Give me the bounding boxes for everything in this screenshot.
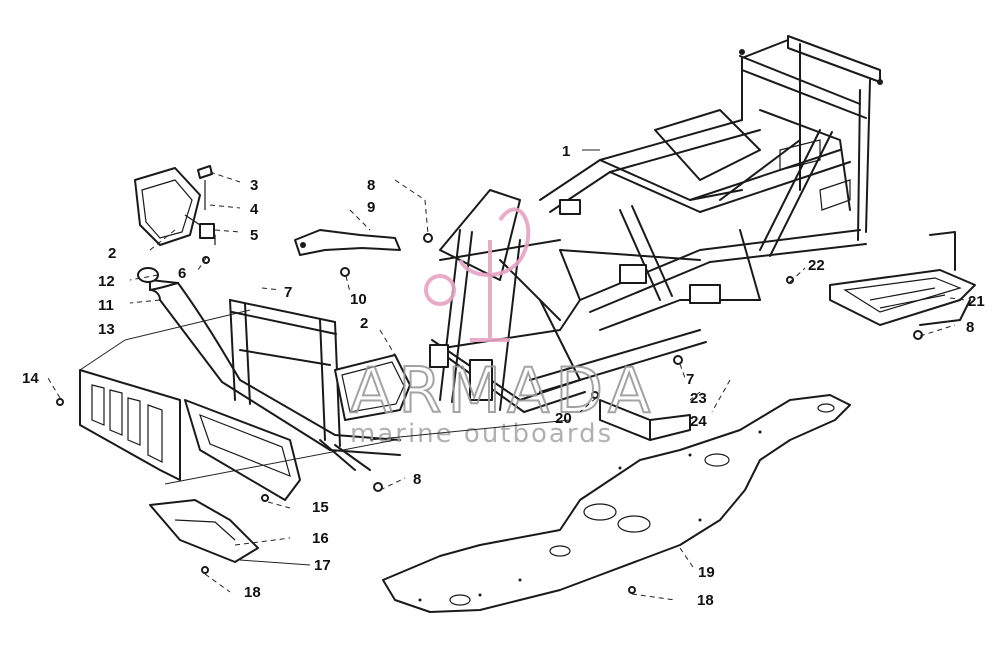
bar-23-24 xyxy=(599,399,691,441)
callout-4: 4 xyxy=(250,201,259,218)
front-bumper xyxy=(149,279,401,471)
callout-21: 21 xyxy=(968,293,985,310)
headlight-left xyxy=(134,167,216,246)
watermark-title: ARMADA xyxy=(350,354,656,427)
callout-9: 9 xyxy=(367,199,375,216)
callout-8-bracket: 8 xyxy=(367,177,375,194)
callout-5: 5 xyxy=(250,227,258,244)
callout-10: 10 xyxy=(350,291,367,308)
callout-2-headlight-right: 2 xyxy=(360,315,368,332)
callout-23: 23 xyxy=(690,390,707,407)
footrest xyxy=(829,231,976,326)
callout-20: 20 xyxy=(555,410,572,427)
callout-6: 6 xyxy=(178,265,186,282)
callout-17: 17 xyxy=(314,557,331,574)
callout-18-guard: 18 xyxy=(244,584,261,601)
skid-plate xyxy=(382,394,851,613)
watermark-logo xyxy=(424,207,531,342)
leader-lines xyxy=(47,149,966,601)
headlight-right xyxy=(334,354,411,421)
callout-12: 12 xyxy=(98,273,115,290)
hardware-group xyxy=(56,165,923,594)
callout-8-bumper-bolt: 8 xyxy=(413,471,421,488)
callout-7-frame: 7 xyxy=(686,371,694,388)
watermark-subtitle: marine outboards xyxy=(350,419,613,449)
callout-8-footrest-bolt: 8 xyxy=(966,319,974,336)
callout-18-skid: 18 xyxy=(697,592,714,609)
callout-14: 14 xyxy=(22,370,39,387)
bracket-9 xyxy=(294,229,401,256)
callout-7-bumper: 7 xyxy=(284,284,292,301)
callout-2-headlight: 2 xyxy=(108,245,116,262)
skid-grille xyxy=(184,399,301,501)
callout-16: 16 xyxy=(312,530,329,547)
callout-19: 19 xyxy=(698,564,715,581)
callout-24: 24 xyxy=(690,413,707,430)
grille-panel xyxy=(79,369,181,481)
guard-plate xyxy=(149,499,259,563)
callout-3: 3 xyxy=(250,177,258,194)
watermark: ARMADA marine outboards xyxy=(349,207,656,449)
callout-labels: 1 2 2 3 4 5 6 7 7 8 9 10 8 8 11 12 13 14… xyxy=(22,143,985,609)
main-frame xyxy=(429,35,883,413)
callout-13: 13 xyxy=(98,321,115,338)
callout-22: 22 xyxy=(808,257,825,274)
callout-15: 15 xyxy=(312,499,329,516)
callout-11: 11 xyxy=(98,297,114,314)
callout-1: 1 xyxy=(562,143,570,160)
